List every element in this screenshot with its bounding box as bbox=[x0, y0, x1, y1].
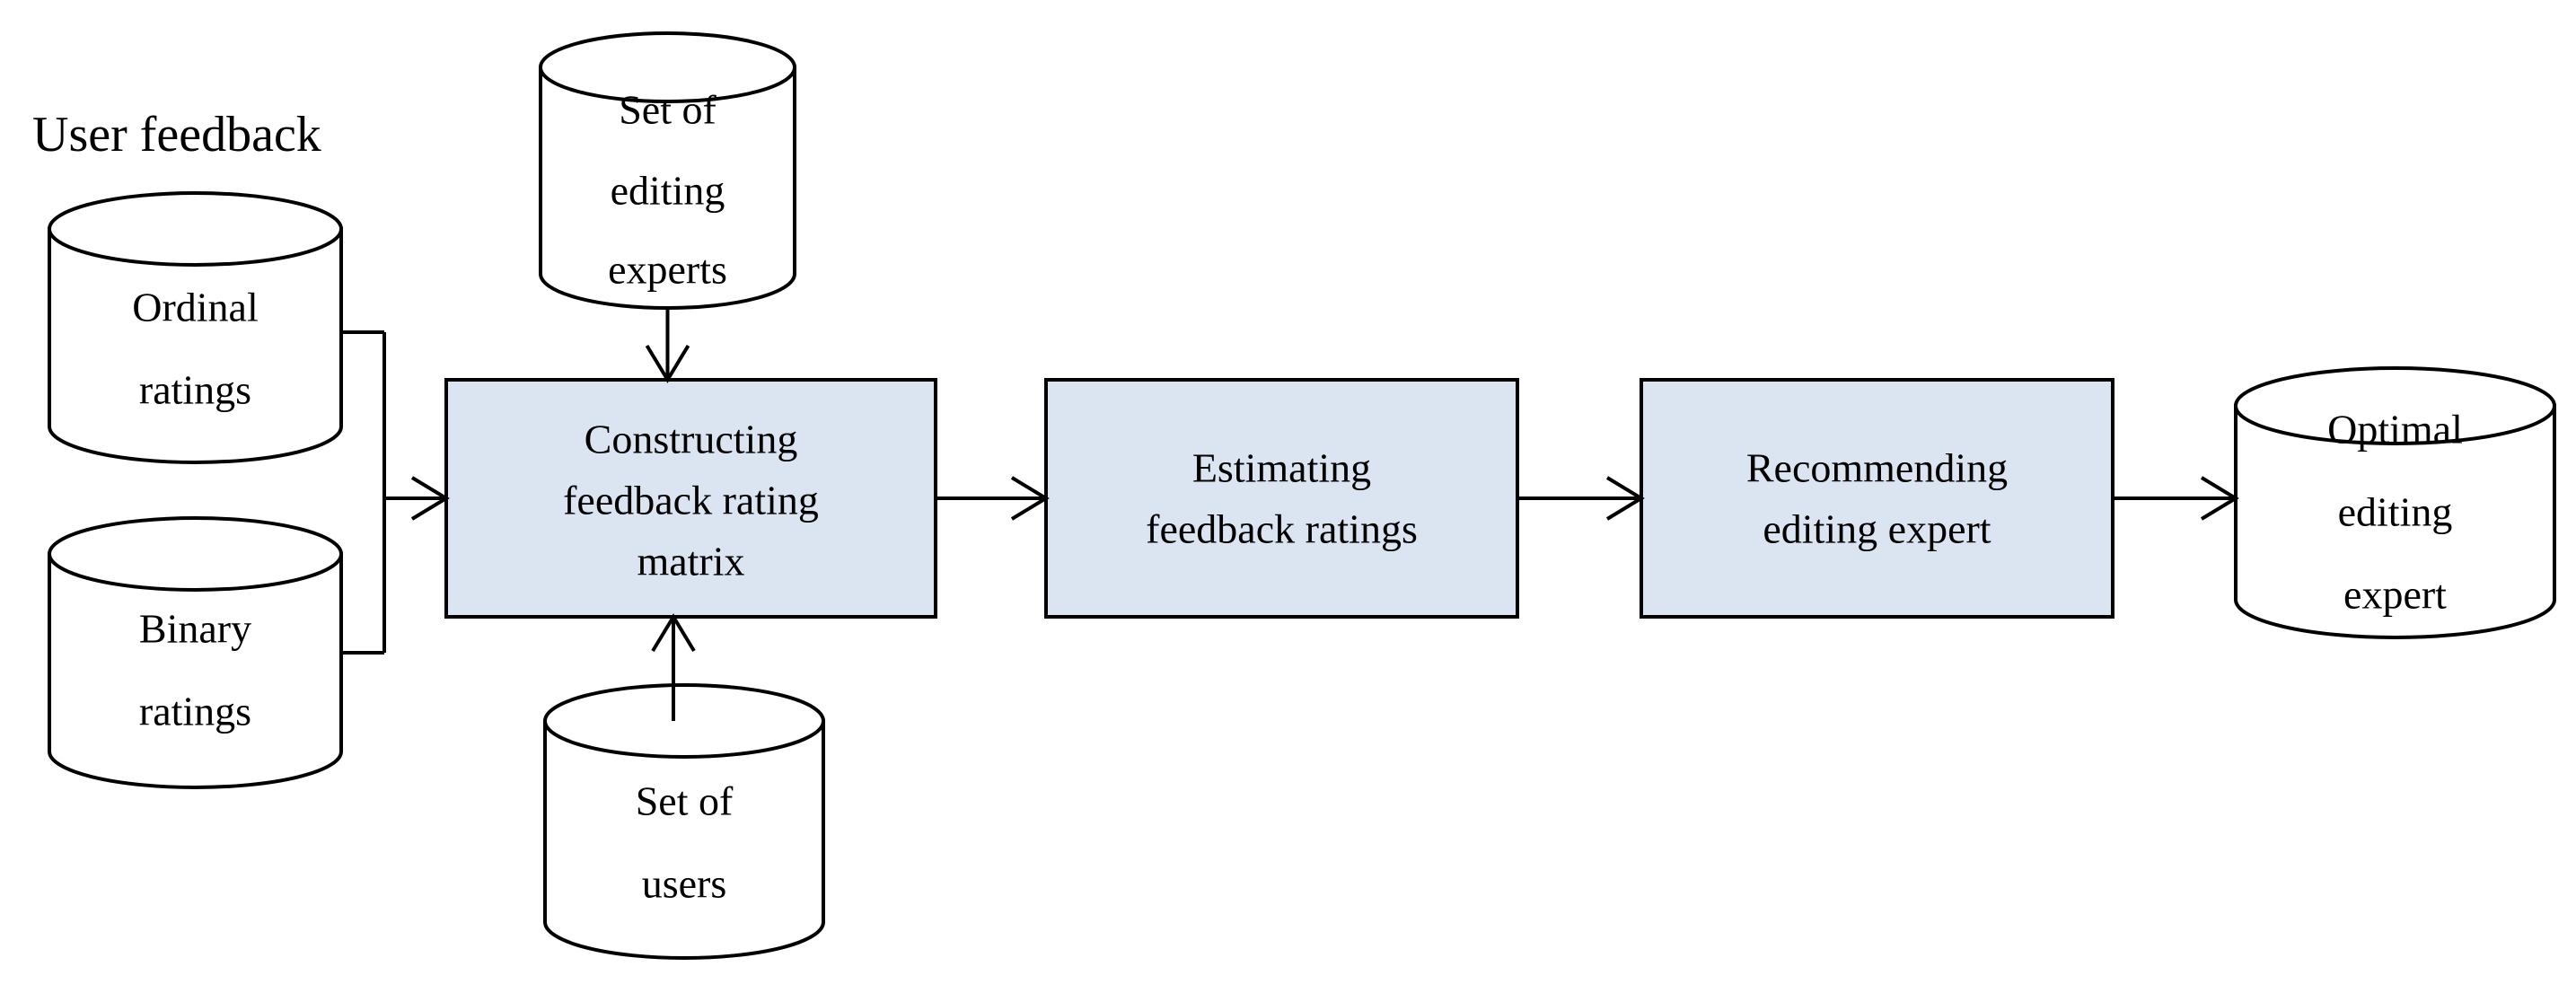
cylinder-ordinal-ratings: Ordinal ratings bbox=[48, 191, 343, 464]
process-box-label-line: Constructing bbox=[585, 417, 798, 462]
cylinder-set-of-editing-experts: Set of editing experts bbox=[539, 31, 796, 310]
user-feedback-label: User feedback bbox=[32, 107, 321, 163]
cylinder-label-line: expert bbox=[2343, 572, 2447, 618]
arrow-feedback-to-constructing bbox=[384, 476, 450, 521]
process-box-label-line: feedback ratings bbox=[1146, 506, 1418, 552]
cylinder-optimal-editing-expert: Optimal editing expert bbox=[2234, 366, 2556, 639]
cylinder-top bbox=[543, 683, 825, 759]
arrowhead-icon bbox=[2200, 476, 2239, 521]
arrow-estimating-to-recommending bbox=[1517, 476, 1645, 521]
arrow-recommending-to-optimal bbox=[2113, 476, 2239, 521]
cylinder-top bbox=[48, 191, 343, 267]
cylinder-body bbox=[539, 66, 796, 310]
process-box-recommending-editing-expert: Recommending editing expert bbox=[1640, 378, 2114, 619]
cylinder-label-line: Set of bbox=[636, 778, 734, 824]
process-box-label-line: editing expert bbox=[1763, 506, 1991, 552]
arrowhead-icon bbox=[1605, 476, 1645, 521]
cylinder-set-of-users: Set of users bbox=[543, 683, 825, 960]
process-box-label-line: Recommending bbox=[1746, 445, 2008, 491]
process-box-constructing-feedback-rating-matrix: Constructing feedback rating matrix bbox=[444, 378, 937, 619]
cylinder-label-line: Binary bbox=[139, 606, 251, 652]
cylinder-label-line: ratings bbox=[139, 689, 251, 734]
cylinder-label-line: users bbox=[642, 861, 727, 907]
merge-bracket-connector bbox=[341, 330, 386, 655]
cylinder-body bbox=[2234, 404, 2556, 639]
cylinder-label-line: ratings bbox=[139, 367, 251, 413]
arrowhead-icon bbox=[645, 344, 690, 383]
arrow-experts-to-constructing bbox=[645, 308, 690, 383]
arrowhead-icon bbox=[410, 476, 450, 521]
cylinder-top bbox=[2234, 366, 2556, 445]
process-box-label-line: feedback rating bbox=[563, 478, 819, 523]
cylinder-top bbox=[539, 31, 796, 103]
cylinder-body bbox=[543, 719, 825, 960]
arrow-users-to-constructing bbox=[651, 613, 696, 721]
cylinder-label-line: Optimal bbox=[2327, 407, 2463, 453]
process-box-estimating-feedback-ratings: Estimating feedback ratings bbox=[1044, 378, 1519, 619]
cylinder-top bbox=[48, 516, 343, 592]
process-box bbox=[1044, 378, 1519, 619]
cylinder-body bbox=[48, 227, 343, 464]
cylinder-binary-ratings: Binary ratings bbox=[48, 516, 343, 789]
cylinder-body bbox=[48, 552, 343, 789]
cylinder-label-line: editing bbox=[2338, 489, 2453, 535]
process-box-label-line: Estimating bbox=[1192, 445, 1371, 491]
cylinder-label-line: editing bbox=[611, 168, 725, 214]
cylinder-label-line: experts bbox=[608, 247, 727, 293]
arrowhead-icon bbox=[1010, 476, 1050, 521]
process-box bbox=[1640, 378, 2114, 619]
cylinder-label-line: Ordinal bbox=[132, 285, 259, 330]
cylinder-label-line: Set of bbox=[619, 87, 717, 133]
arrowhead-icon bbox=[651, 613, 696, 653]
process-box-label-line: matrix bbox=[637, 539, 744, 584]
arrow-constructing-to-estimating bbox=[936, 476, 1050, 521]
